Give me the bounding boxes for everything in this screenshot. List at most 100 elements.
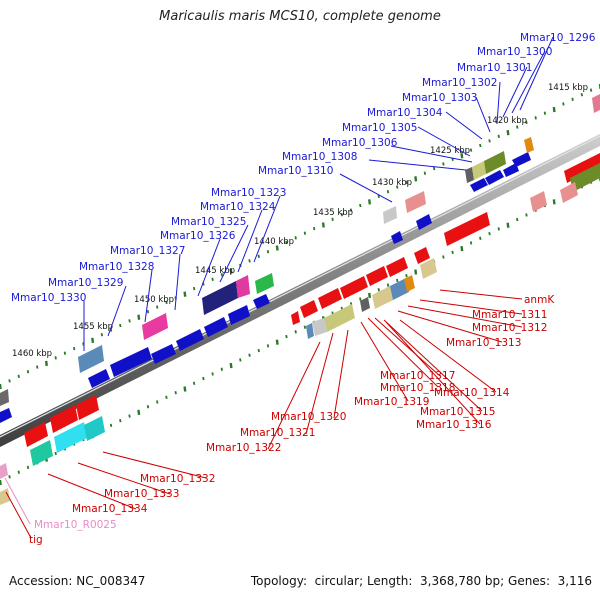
gene-feature[interactable] <box>50 405 78 433</box>
gene-feature[interactable] <box>0 408 12 423</box>
gene-label[interactable]: Mmar10_1330 <box>11 292 86 304</box>
gene-feature[interactable] <box>530 191 547 212</box>
gene-feature[interactable] <box>24 422 48 447</box>
gene-label[interactable]: Mmar10_R0025 <box>34 519 117 531</box>
gene-label[interactable]: Mmar10_1316 <box>416 419 492 431</box>
gene-feature[interactable] <box>484 151 506 174</box>
gene-feature[interactable] <box>386 257 408 277</box>
gene-label[interactable]: Mmar10_1306 <box>322 137 398 149</box>
inner-tick-mark <box>294 330 297 334</box>
gene-feature[interactable] <box>0 389 9 406</box>
gene-feature[interactable] <box>360 297 370 312</box>
gene-label[interactable]: Mmar10_1317 <box>380 370 455 382</box>
gene-label[interactable]: Mmar10_1327 <box>110 245 185 257</box>
gene-feature[interactable] <box>391 231 403 244</box>
gene-label[interactable]: Mmar10_1305 <box>342 122 417 134</box>
gene-feature[interactable] <box>405 191 426 213</box>
gene-label[interactable]: tig <box>29 534 43 546</box>
gene-label[interactable]: Mmar10_1310 <box>258 165 333 177</box>
gene-feature[interactable] <box>512 152 531 167</box>
gene-feature[interactable] <box>383 206 397 224</box>
gene-feature[interactable] <box>564 153 600 183</box>
gene-feature[interactable] <box>570 163 600 192</box>
gene-label[interactable]: Mmar10_1322 <box>206 442 281 454</box>
gene-feature[interactable] <box>54 422 87 453</box>
gene-label[interactable]: Mmar10_1314 <box>434 387 510 399</box>
gene-label[interactable]: Mmar10_1334 <box>72 503 148 515</box>
gene-feature[interactable] <box>78 345 104 373</box>
gene-feature[interactable] <box>592 94 600 113</box>
gene-label[interactable]: Mmar10_1312 <box>472 322 547 334</box>
gene-feature[interactable] <box>472 161 486 180</box>
gene-feature[interactable] <box>324 304 355 332</box>
gene-label[interactable]: Mmar10_1301 <box>457 62 532 74</box>
gene-feature[interactable] <box>0 488 10 505</box>
gene-label[interactable]: Mmar10_1304 <box>367 107 443 119</box>
gene-label[interactable]: Mmar10_1323 <box>211 187 286 199</box>
gene-feature[interactable] <box>372 286 393 309</box>
gene-feature[interactable] <box>366 266 388 286</box>
gene-feature[interactable] <box>253 294 270 309</box>
outer-tick-mark <box>312 226 316 231</box>
gene-label[interactable]: Mmar10_1329 <box>48 277 123 289</box>
gene-feature[interactable] <box>340 276 368 299</box>
gene-feature[interactable] <box>30 440 53 466</box>
gene-feature[interactable] <box>228 305 250 325</box>
gene-label[interactable]: Mmar10_1326 <box>160 230 236 242</box>
gene-label[interactable]: Mmar10_1328 <box>79 261 154 273</box>
gene-label[interactable]: anmK <box>524 294 555 306</box>
gene-feature[interactable] <box>236 275 250 298</box>
gene-label[interactable]: Mmar10_1318 <box>380 382 455 394</box>
gene-feature[interactable] <box>84 416 105 441</box>
inner-tick-mark <box>460 246 464 252</box>
gene-feature[interactable] <box>470 178 488 192</box>
gene-feature[interactable] <box>204 317 228 337</box>
gene-label[interactable]: Mmar10_1332 <box>140 473 215 485</box>
gene-feature[interactable] <box>444 212 490 246</box>
gene-feature[interactable] <box>318 288 342 309</box>
gene-label[interactable]: Mmar10_1302 <box>422 77 497 89</box>
gene-label[interactable]: Mmar10_1320 <box>271 411 346 423</box>
gene-feature[interactable] <box>88 369 110 388</box>
gene-label[interactable]: Mmar10_1308 <box>282 151 357 163</box>
inner-tick-mark <box>165 395 168 399</box>
gene-feature[interactable] <box>291 311 300 325</box>
gene-feature[interactable] <box>76 395 99 420</box>
gene-label[interactable]: Mmar10_1300 <box>477 46 552 58</box>
gene-label[interactable]: Mmar10_1324 <box>200 201 276 213</box>
gene-feature[interactable] <box>524 137 534 153</box>
gene-label[interactable]: Mmar10_1319 <box>354 396 429 408</box>
gene-label[interactable]: Mmar10_1325 <box>171 216 246 228</box>
gene-feature[interactable] <box>404 275 415 292</box>
gene-feature[interactable] <box>503 163 519 177</box>
gene-feature[interactable] <box>202 281 238 315</box>
gene-feature[interactable] <box>306 323 314 339</box>
gene-feature[interactable] <box>312 318 327 336</box>
gene-feature[interactable] <box>300 300 318 318</box>
gene-label[interactable]: Mmar10_1311 <box>472 309 547 321</box>
inner-tick-mark <box>257 348 260 353</box>
gene-feature[interactable] <box>485 170 504 185</box>
gene-label[interactable]: Mmar10_1303 <box>402 92 477 104</box>
gene-feature[interactable] <box>176 329 204 351</box>
gene-feature[interactable] <box>416 214 432 230</box>
gene-label[interactable]: Mmar10_1296 <box>520 32 596 44</box>
leader-line <box>496 81 501 125</box>
inner-tick-mark <box>54 451 57 456</box>
gene-feature[interactable] <box>255 273 274 294</box>
gene-feature[interactable] <box>420 258 437 279</box>
gene-labels: Mmar10_1296Mmar10_1300Mmar10_1301Mmar10_… <box>11 32 596 546</box>
gene-label[interactable]: Mmar10_1315 <box>420 406 495 418</box>
gene-label[interactable]: Mmar10_1333 <box>104 488 179 500</box>
gene-feature[interactable] <box>0 463 8 479</box>
position-tick-rows <box>0 84 600 486</box>
gene-feature[interactable] <box>414 247 430 264</box>
gene-label[interactable]: Mmar10_1321 <box>240 427 315 439</box>
gene-feature[interactable] <box>151 344 176 364</box>
gene-feature[interactable] <box>110 347 152 377</box>
gene-feature[interactable] <box>142 313 168 340</box>
gene-feature[interactable] <box>465 167 474 183</box>
genome-backbone <box>0 134 600 447</box>
gene-label[interactable]: Mmar10_1313 <box>446 337 521 349</box>
gene-feature[interactable] <box>560 182 578 203</box>
